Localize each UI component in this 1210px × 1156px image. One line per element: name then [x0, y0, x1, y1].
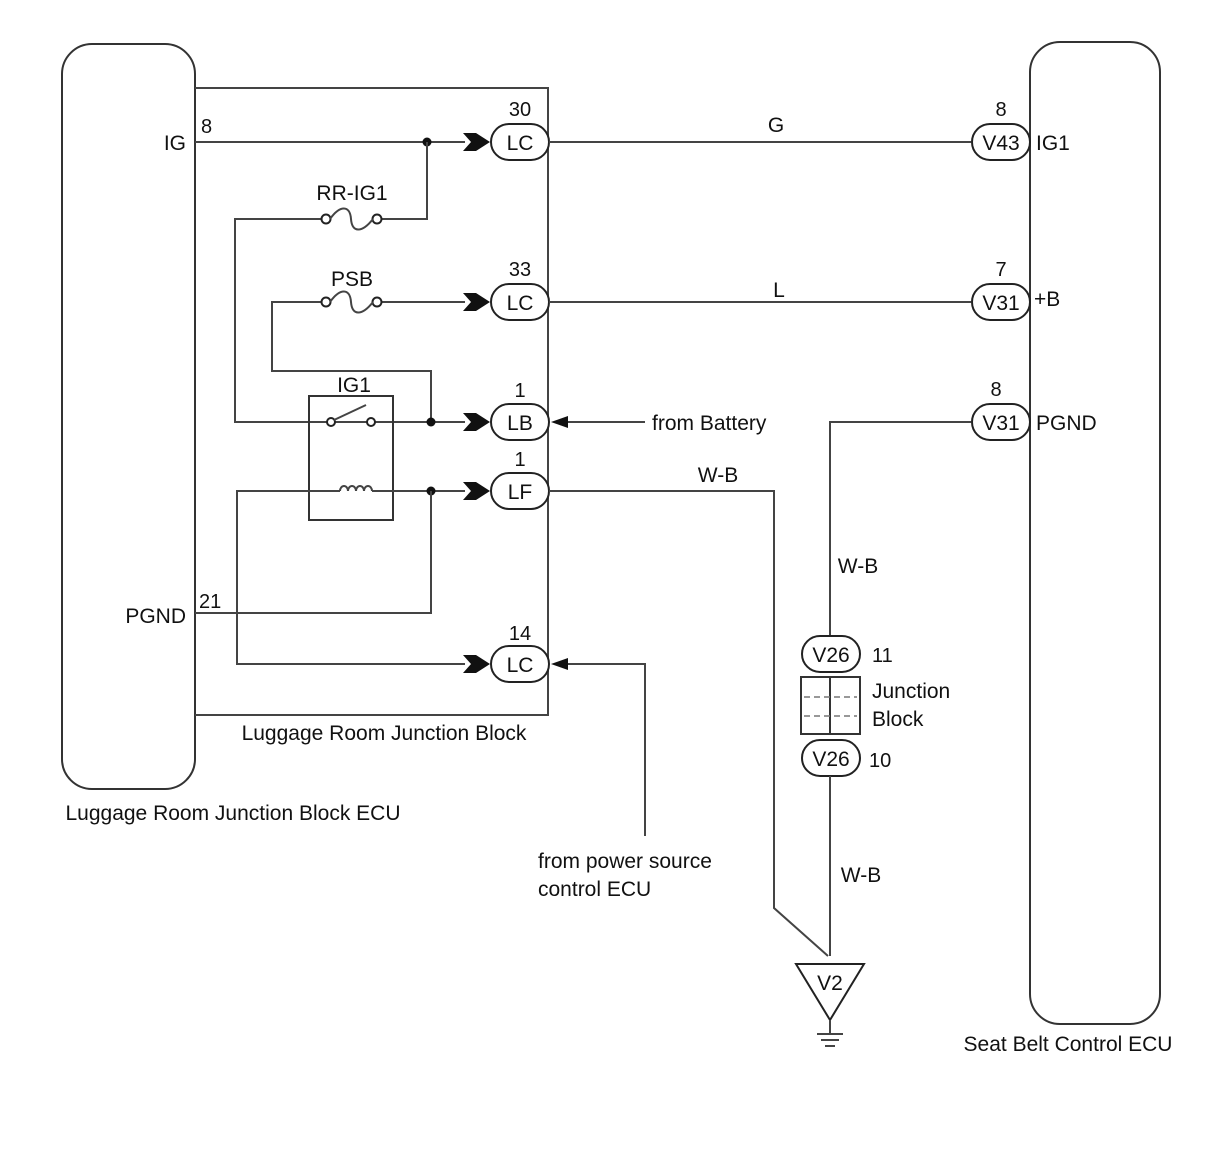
svg-text:30: 30 [509, 99, 531, 121]
svg-text:14: 14 [509, 623, 531, 645]
ground-point-v2: V2 [794, 963, 866, 1033]
svg-text:V31: V31 [982, 412, 1019, 435]
relay-ig1-label: IG1 [337, 374, 371, 397]
from-battery-label: from Battery [652, 412, 767, 435]
fuse-psb-label: PSB [331, 268, 373, 291]
left-ecu-body [61, 43, 196, 790]
junction-block-v26 [800, 676, 861, 735]
wire-psb-left [271, 301, 432, 422]
from-power-source-label-1: from power source [538, 850, 712, 873]
junction-block-label-1: Junction [872, 680, 950, 703]
connector-lc-30: LC 30 [490, 99, 550, 161]
svg-text:LC: LC [507, 132, 534, 155]
fuse-rr-ig1 [320, 207, 383, 231]
connector-v26-11: V26 11 [801, 635, 893, 673]
connector-v43-8: V43 8 [971, 99, 1031, 161]
left-terminal-pgnd: PGND [125, 605, 186, 628]
connector-lf-1: LF 1 [490, 449, 550, 510]
connector-arrows [463, 133, 490, 673]
relay-ig1-switch [326, 404, 376, 427]
connector-lb-1: LB 1 [490, 380, 550, 441]
svg-text:V31: V31 [982, 292, 1019, 315]
svg-text:8: 8 [995, 99, 1006, 121]
wire-coil-left [236, 490, 465, 665]
left-pin-ig: 8 [201, 116, 212, 138]
wire-rr-ig1-left [234, 218, 465, 423]
svg-text:1: 1 [514, 449, 525, 471]
right-ecu-body [1029, 41, 1161, 1025]
wire-rr-ig1-right [381, 142, 428, 220]
connector-lc-33: LC 33 [490, 259, 550, 321]
wire-wb-upper-label: W-B [838, 555, 878, 578]
junction-block-label-2: Block [872, 708, 924, 731]
right-terminal-b: +B [1034, 288, 1060, 311]
wire-wb-lf [549, 490, 829, 957]
svg-text:11: 11 [872, 645, 893, 667]
wire-from-power-source [565, 663, 646, 836]
relay-ig1-coil [339, 485, 373, 492]
right-terminal-ig1: IG1 [1036, 132, 1070, 155]
left-pin-pgnd: 21 [199, 591, 221, 613]
right-ecu-caption: Seat Belt Control ECU [964, 1033, 1173, 1056]
junction-block-caption: Luggage Room Junction Block [242, 722, 527, 745]
wire-wb-lower-label: W-B [841, 864, 881, 887]
wire-pgnd [195, 491, 432, 614]
fuse-psb [320, 290, 383, 314]
svg-text:LB: LB [507, 412, 533, 435]
wire-g-label: G [768, 114, 784, 137]
connector-v26-10: V26 10 [801, 739, 891, 777]
right-terminal-pgnd: PGND [1036, 412, 1097, 435]
svg-text:8: 8 [990, 379, 1001, 401]
connector-v31-7: V31 7 [971, 259, 1031, 321]
svg-text:LC: LC [507, 292, 534, 315]
connector-lc-14: LC 14 [490, 623, 550, 683]
wire-wb-upper [829, 421, 971, 636]
connector-v31-8: V31 8 [971, 379, 1031, 441]
fuse-rr-ig1-label: RR-IG1 [316, 182, 387, 205]
relay-ig1-body [308, 395, 394, 521]
junction-block-frame [195, 87, 549, 716]
svg-text:7: 7 [995, 259, 1006, 281]
svg-text:V26: V26 [812, 644, 849, 667]
svg-text:33: 33 [509, 259, 531, 281]
svg-text:V2: V2 [817, 972, 843, 995]
svg-text:1: 1 [514, 380, 525, 402]
left-ecu-caption: Luggage Room Junction Block ECU [65, 802, 400, 825]
left-terminal-ig: IG [164, 132, 186, 155]
svg-text:V26: V26 [812, 748, 849, 771]
from-power-source-arrow [551, 658, 568, 670]
junction-dot-lb [426, 417, 436, 427]
svg-text:V43: V43 [982, 132, 1019, 155]
svg-text:LF: LF [508, 481, 533, 504]
from-battery-arrow [551, 416, 568, 428]
wire-wb-lf-label: W-B [698, 464, 738, 487]
from-power-source-label-2: control ECU [538, 878, 651, 901]
wire-l-label: L [773, 279, 785, 302]
svg-text:10: 10 [869, 750, 891, 772]
ground-icon [817, 1033, 843, 1047]
svg-text:LC: LC [507, 654, 534, 677]
